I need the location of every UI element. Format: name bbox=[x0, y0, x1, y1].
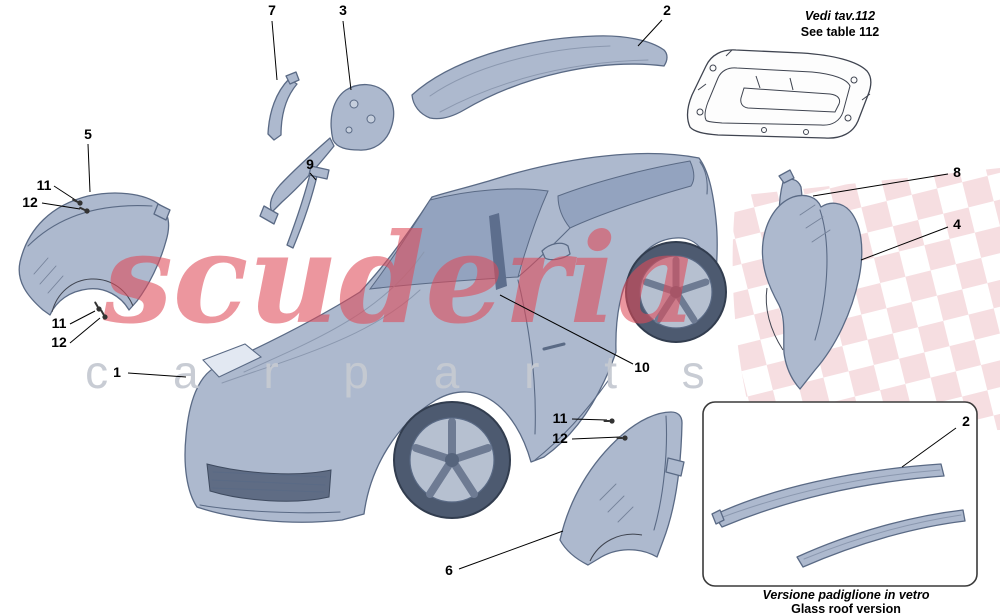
leader-line-12a bbox=[41, 202, 81, 210]
glass-roof-version-box bbox=[702, 401, 978, 587]
callout-6: 6 bbox=[445, 562, 453, 578]
callout-10: 10 bbox=[634, 359, 650, 375]
callout-7: 7 bbox=[268, 2, 276, 18]
front-lip bbox=[199, 504, 341, 514]
leader-line-2 bbox=[637, 19, 663, 47]
leader-line-7 bbox=[271, 20, 278, 81]
note-see-table-it: Vedi tav.112 bbox=[805, 9, 875, 23]
part-roof-panel bbox=[411, 35, 668, 120]
part-rear-quarter-outer bbox=[559, 411, 685, 566]
callout-12b: 12 bbox=[51, 334, 67, 350]
front-grille bbox=[206, 463, 332, 502]
leader-line-11c bbox=[571, 418, 608, 421]
callout-11a: 11 bbox=[37, 177, 52, 193]
callout-1: 1 bbox=[113, 364, 121, 380]
rocker-line bbox=[534, 377, 611, 461]
part-a-pillar-trim bbox=[267, 71, 300, 141]
callout-3: 3 bbox=[339, 2, 347, 18]
headlight bbox=[202, 343, 263, 378]
hood-crease-1 bbox=[243, 251, 425, 373]
brand-watermark: scuderia bbox=[102, 207, 697, 352]
checkered-flag-watermark bbox=[732, 168, 1000, 436]
note-see-table-en: See table 112 bbox=[801, 25, 880, 39]
side-mirror bbox=[541, 242, 571, 261]
taillight-line bbox=[699, 161, 708, 195]
leader-line-10 bbox=[499, 294, 634, 365]
callout-11c: 11 bbox=[553, 410, 568, 426]
leader-line-9 bbox=[309, 172, 317, 181]
callout-12c: 12 bbox=[552, 430, 568, 446]
screw-icon bbox=[603, 418, 615, 424]
callout-5: 5 bbox=[84, 126, 92, 142]
leader-line-11a bbox=[53, 185, 78, 202]
part-roof-rail-front bbox=[711, 463, 945, 528]
leader-line-4 bbox=[860, 226, 949, 261]
leader-line-8 bbox=[812, 173, 949, 197]
car-illustration bbox=[184, 152, 727, 523]
hood-crease-2 bbox=[221, 289, 421, 384]
part-windscreen-pillar-trim bbox=[286, 165, 330, 249]
callout-11b: 11 bbox=[52, 315, 67, 331]
leader-lines bbox=[41, 19, 957, 570]
tailgate-frame bbox=[686, 49, 872, 139]
part-rear-quarter-panel bbox=[761, 194, 863, 390]
leader-line-12b bbox=[69, 317, 101, 344]
callout-2: 2 bbox=[663, 2, 671, 18]
part-roof-rail-rear bbox=[796, 509, 966, 568]
side-glass bbox=[557, 160, 695, 229]
leader-line-2b bbox=[901, 427, 957, 468]
leader-line-11b bbox=[69, 310, 96, 325]
callout-8: 8 bbox=[953, 164, 961, 180]
part-front-fender bbox=[18, 192, 171, 316]
callout-2b: 2 bbox=[962, 413, 970, 429]
note-glass-roof-it: Versione padiglione in vetro bbox=[763, 588, 930, 602]
callout-12a: 12 bbox=[22, 194, 38, 210]
leader-line-3 bbox=[342, 20, 352, 91]
a-pillar-highlight bbox=[489, 213, 507, 290]
leader-line-6 bbox=[458, 530, 564, 570]
rear-wheel bbox=[625, 241, 727, 343]
note-glass-roof-en: Glass roof version bbox=[791, 602, 901, 615]
leader-line-12c bbox=[571, 436, 621, 440]
part-b-pillar-assembly bbox=[259, 83, 395, 225]
callout-9: 9 bbox=[306, 156, 314, 172]
tagline-watermark: c a r p a r t s bbox=[85, 346, 731, 398]
leader-line-1 bbox=[127, 372, 187, 378]
front-wheel bbox=[393, 401, 511, 519]
door-handle bbox=[542, 342, 566, 351]
leader-line-5 bbox=[87, 143, 91, 193]
callout-4: 4 bbox=[953, 216, 961, 232]
door-seam bbox=[517, 279, 536, 435]
